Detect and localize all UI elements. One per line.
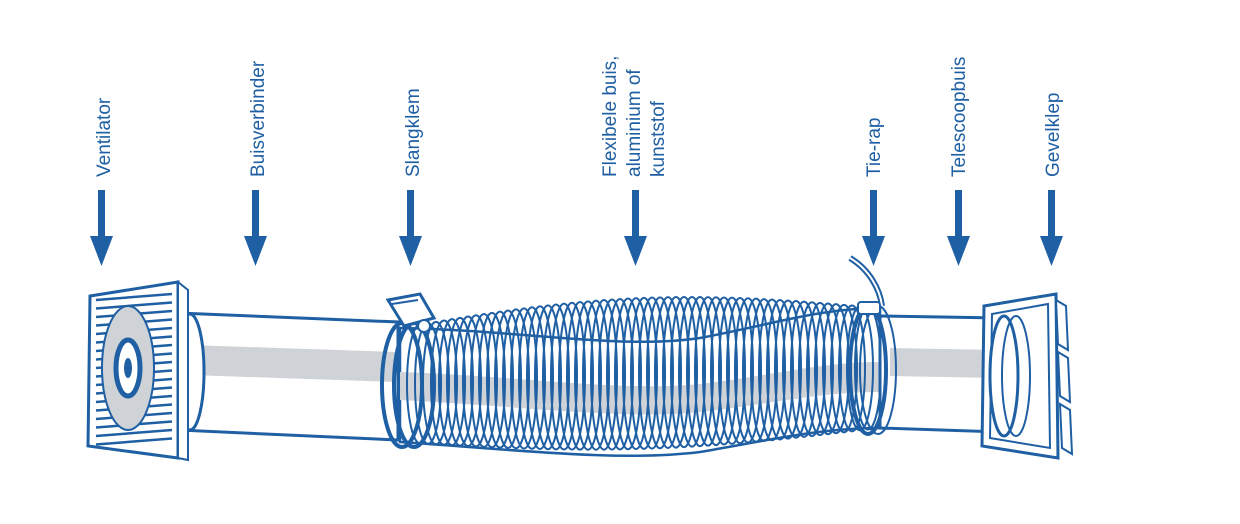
hose-ring [726, 296, 754, 445]
hose-ring [678, 295, 706, 448]
grille-slat [95, 301, 173, 310]
label-flexibele-buis-line2: aluminium of [624, 69, 645, 177]
hose-ring [558, 301, 586, 451]
hose-ring [766, 298, 794, 441]
hose-ring [806, 301, 834, 437]
hose-ring [438, 318, 466, 447]
hose-ring [510, 307, 538, 450]
hose-ring [502, 308, 530, 450]
ventilator-grille [86, 279, 189, 462]
hose-ring [758, 298, 786, 442]
hose-ring [582, 299, 610, 451]
label-buisverbinder: Buisverbinder [248, 60, 269, 177]
hose-ring [598, 298, 626, 451]
hose-ring [830, 303, 858, 434]
label-tie-rap: Tie-rap [864, 118, 885, 177]
hose-ring [526, 305, 554, 451]
hose-ring [630, 296, 658, 450]
label-slangklem: Slangklem [403, 88, 424, 177]
arrow-down-icon [862, 190, 885, 266]
arrow-down-icon [1040, 190, 1063, 266]
label-flexibele-buis-line1: Flexibele buis, [600, 56, 621, 177]
hose-ring [574, 300, 602, 451]
hose-ring [550, 302, 578, 451]
hose-ring [478, 311, 506, 449]
label-flexibele-buis-line3: kunststof [648, 100, 669, 177]
label-gevelklep: Gevelklep [1043, 93, 1064, 178]
hose-ring [734, 297, 762, 444]
hose-ring [590, 299, 618, 451]
hose-ring [814, 302, 842, 436]
label-telescoopbuis: Telescoopbuis [949, 57, 970, 177]
hose-clamp [380, 292, 437, 449]
hose-ring [646, 296, 674, 450]
hose-ring [742, 297, 770, 443]
hose-ring [470, 313, 498, 448]
hose-ring [566, 301, 594, 451]
hose-ring [462, 314, 490, 448]
hose-ring [446, 316, 474, 447]
hose-ring [614, 297, 642, 451]
hose-ring [622, 297, 650, 451]
arrow-down-icon [244, 190, 267, 266]
hose-ring [518, 306, 546, 450]
hose-ring [494, 309, 522, 449]
hose-ring [718, 296, 746, 445]
hose-ring [662, 296, 690, 449]
hose-ring [430, 319, 458, 446]
hose-ring [710, 296, 738, 446]
hose-ring [486, 310, 514, 449]
arrow-down-icon [90, 190, 113, 266]
label-ventilator: Ventilator [94, 97, 115, 177]
hose-ring [670, 295, 698, 449]
hose-ring [454, 315, 482, 448]
hose-ring [686, 296, 714, 448]
flexible-hose [398, 295, 882, 458]
hose-ring [774, 299, 802, 440]
hose-ring [798, 301, 826, 438]
hose-ring [750, 298, 778, 443]
hose-ring [702, 296, 730, 447]
cable-tie [848, 255, 897, 436]
hose-ring [638, 296, 666, 450]
grille-slat [95, 437, 173, 446]
arrow-down-icon [399, 190, 422, 266]
facade-flap [980, 292, 1074, 460]
hose-ring [838, 304, 866, 433]
arrow-down-icon [624, 190, 647, 266]
arrows [90, 190, 1063, 266]
hose-ring [782, 300, 810, 439]
hose-ring [606, 298, 634, 451]
hose-ring [534, 304, 562, 451]
hose-ring [694, 296, 722, 447]
hose-ring [542, 303, 570, 451]
arrow-down-icon [947, 190, 970, 266]
grille-slat [95, 292, 173, 302]
straight-pipe [174, 311, 400, 442]
hose-ring [790, 300, 818, 438]
grille-slat [95, 428, 173, 438]
hose-ring [654, 296, 682, 449]
